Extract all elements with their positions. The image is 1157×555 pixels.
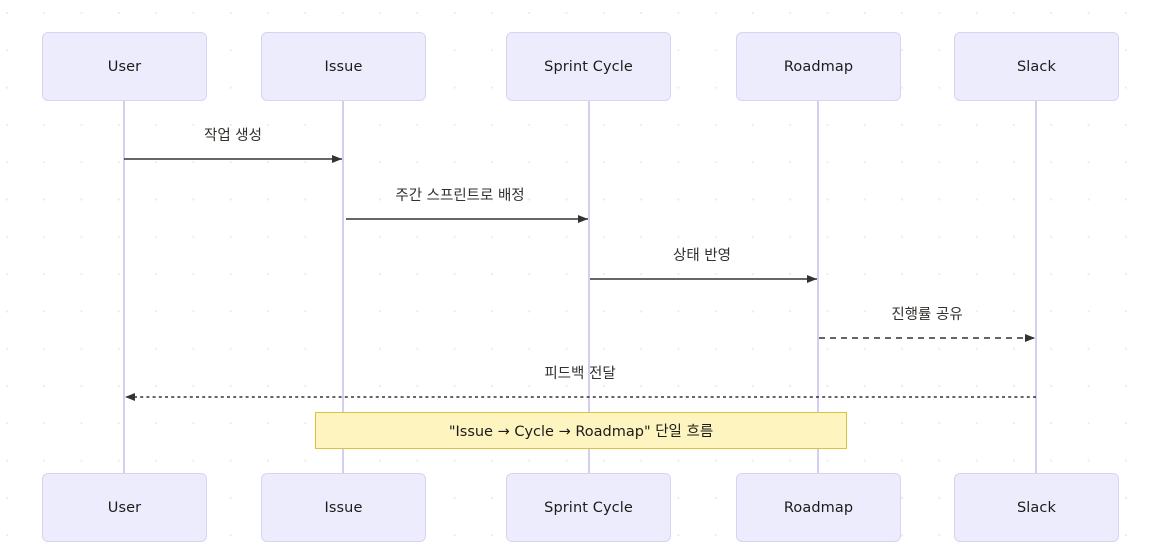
participant-bottom-cycle[interactable]: Sprint Cycle: [506, 473, 671, 542]
note-text: "Issue → Cycle → Roadmap" 단일 흐름: [448, 424, 714, 440]
participant-top-issue[interactable]: Issue: [261, 32, 426, 101]
participant-top-slack[interactable]: Slack: [954, 32, 1119, 101]
participant-top-roadmap[interactable]: Roadmap: [736, 32, 901, 101]
participant-bottom-issue[interactable]: Issue: [261, 473, 426, 542]
note-box-n1: "Issue → Cycle → Roadmap" 단일 흐름: [315, 412, 847, 449]
message-label-m3: 상태 반영: [673, 248, 731, 264]
participant-label: Sprint Cycle: [544, 499, 633, 516]
participant-bottom-roadmap[interactable]: Roadmap: [736, 473, 901, 542]
participant-label: Slack: [1017, 499, 1056, 516]
participant-top-cycle[interactable]: Sprint Cycle: [506, 32, 671, 101]
participant-top-user[interactable]: User: [42, 32, 207, 101]
message-label-m1: 작업 생성: [204, 128, 262, 144]
message-label-m2: 주간 스프린트로 배정: [395, 188, 525, 204]
participant-bottom-slack[interactable]: Slack: [954, 473, 1119, 542]
participant-label: User: [107, 58, 142, 75]
participant-label: Sprint Cycle: [544, 58, 633, 75]
participant-label: Slack: [1017, 58, 1056, 75]
participant-label: Issue: [324, 58, 363, 75]
participant-bottom-user[interactable]: User: [42, 473, 207, 542]
participant-label: Issue: [324, 499, 363, 516]
message-label-m4: 진행률 공유: [891, 307, 963, 323]
participant-label: Roadmap: [783, 499, 854, 516]
participant-label: Roadmap: [783, 58, 854, 75]
participant-label: User: [107, 499, 142, 516]
message-label-m5: 피드백 전달: [544, 366, 616, 382]
